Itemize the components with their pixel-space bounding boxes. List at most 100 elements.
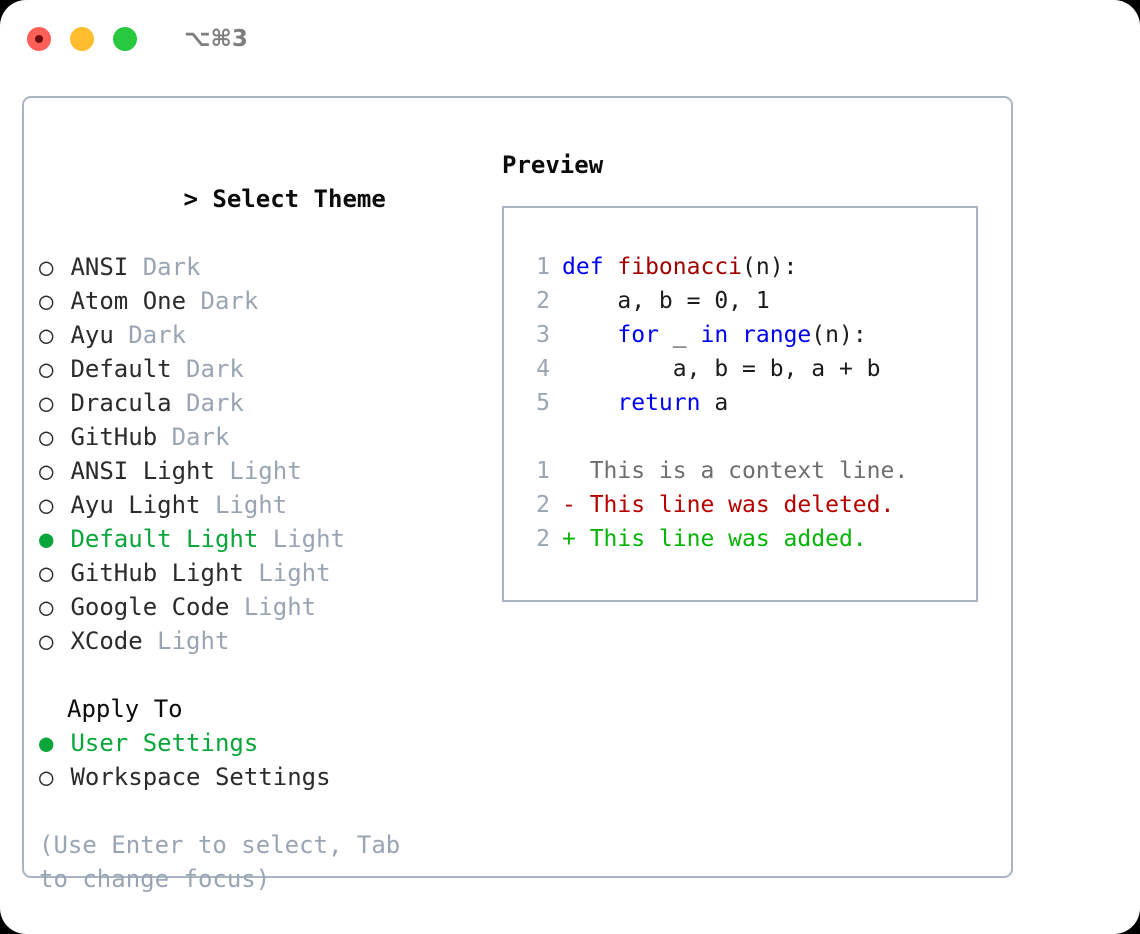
theme-picker-dialog: > Select Theme ○ ANSI Dark○ Atom One Dar… [22,96,1013,893]
diff-deleted-text: - This line was deleted. [562,492,895,518]
diff-line: 1 This is a context line. [520,454,970,488]
code-text: (n): [811,322,867,348]
theme-list-item[interactable]: ○ ANSI Light Light [39,454,499,488]
radio-unselected-icon[interactable]: ○ [39,287,54,315]
apply-to-name: Workspace Settings [56,763,331,791]
code-keyword: range [742,322,812,348]
theme-mode-tag: Light [243,559,331,587]
code-text: (n): [742,254,798,280]
code-line-number: 2 [536,288,550,314]
theme-selection-panel: > Select Theme ○ ANSI Dark○ Atom One Dar… [39,148,499,896]
code-keyword: def [562,254,618,280]
theme-name: Ayu [56,321,114,349]
code-keyword: return [617,390,701,416]
theme-mode-tag: Dark [171,389,244,417]
code-text: _ [658,322,701,348]
radio-unselected-icon[interactable]: ○ [39,491,54,519]
radio-unselected-icon[interactable]: ○ [39,763,54,791]
code-line-number: 1 [536,254,550,280]
radio-unselected-icon[interactable]: ○ [39,389,54,417]
theme-mode-tag: Dark [113,321,187,349]
theme-mode-tag: Light [229,593,317,621]
code-line-number: 4 [536,356,550,382]
theme-mode-tag: Dark [186,287,259,315]
theme-name: ANSI [56,253,129,281]
radio-unselected-icon[interactable]: ○ [39,627,54,655]
apply-to-item[interactable]: ○ Workspace Settings [39,760,499,794]
select-theme-title: Select Theme [212,185,386,213]
theme-name: Dracula [56,389,172,417]
code-line: 3 for _ in range(n): [520,318,970,352]
code-line-number: 5 [536,390,550,416]
select-theme-header: > Select Theme [39,148,499,250]
apply-to-list[interactable]: ● User Settings○ Workspace Settings [39,726,499,794]
radio-unselected-icon[interactable]: ○ [39,355,54,383]
theme-list[interactable]: ○ ANSI Dark○ Atom One Dark○ Ayu Dark○ De… [39,250,499,658]
apply-to-item[interactable]: ● User Settings [39,726,499,760]
theme-name: Default [56,355,172,383]
code-keyword: in [700,322,729,348]
theme-list-item[interactable]: ○ GitHub Dark [39,420,499,454]
theme-mode-tag: Dark [171,355,244,383]
code-line-number: 2 [536,526,550,552]
theme-name: XCode [56,627,143,655]
theme-mode-tag: Dark [157,423,230,451]
title-bar: ⌥⌘3 [0,0,1140,78]
radio-unselected-icon[interactable]: ○ [39,457,54,485]
theme-name: GitHub Light [56,559,244,587]
list-spacer [39,658,499,692]
close-button[interactable] [27,27,51,51]
apply-to-name: User Settings [56,729,259,757]
code-line-number: 1 [536,458,550,484]
theme-name: Default Light [56,525,259,553]
theme-mode-tag: Light [142,627,230,655]
code-line: 5 return a [520,386,970,420]
diff-line: 2 - This line was deleted. [520,488,970,522]
code-text: a, b = b, a + b [562,356,881,382]
diff-context-text: This is a context line. [562,458,909,484]
theme-list-item[interactable]: ○ Ayu Light Light [39,488,499,522]
theme-list-item[interactable]: ○ Default Dark [39,352,499,386]
radio-unselected-icon[interactable]: ○ [39,423,54,451]
code-text [562,322,617,348]
keyboard-shortcut-label: ⌥⌘3 [184,26,248,52]
theme-name: Atom One [56,287,187,315]
code-function-name: fibonacci [617,254,743,280]
theme-list-item[interactable]: ○ Dracula Dark [39,386,499,420]
minimize-button[interactable] [70,27,94,51]
theme-name: ANSI Light [56,457,215,485]
keyboard-hint-text: (Use Enter to select, Tab to change focu… [39,831,415,893]
radio-selected-icon[interactable]: ● [39,525,54,553]
radio-unselected-icon[interactable]: ○ [39,321,54,349]
theme-list-item[interactable]: ○ Atom One Dark [39,284,499,318]
code-line: 1 def fibonacci(n): [520,250,970,284]
window-controls [27,27,137,51]
theme-list-item[interactable]: ○ XCode Light [39,624,499,658]
theme-list-item[interactable]: ○ Google Code Light [39,590,499,624]
code-line: 2 a, b = 0, 1 [520,284,970,318]
code-text: a, b = 0, 1 [562,288,770,314]
theme-name: GitHub [56,423,158,451]
radio-selected-icon[interactable]: ● [39,729,54,757]
theme-list-item[interactable]: ○ GitHub Light Light [39,556,499,590]
radio-unselected-icon[interactable]: ○ [39,593,54,621]
theme-list-item[interactable]: ○ Ayu Dark [39,318,499,352]
theme-name: Ayu Light [56,491,201,519]
prompt-caret: > [183,185,213,213]
diff-added-text: + This line was added. [562,526,867,552]
theme-list-item[interactable]: ○ ANSI Dark [39,250,499,284]
theme-mode-tag: Light [258,525,345,553]
maximize-button[interactable] [113,27,137,51]
theme-mode-tag: Light [200,491,288,519]
theme-list-item[interactable]: ● Default Light Light [39,522,499,556]
apply-to-label: Apply To [67,695,183,723]
code-text [562,390,617,416]
radio-unselected-icon[interactable]: ○ [39,253,54,281]
theme-mode-tag: Dark [128,253,201,281]
code-line: 4 a, b = b, a + b [520,352,970,386]
radio-unselected-icon[interactable]: ○ [39,559,54,587]
code-line-number: 2 [536,492,550,518]
